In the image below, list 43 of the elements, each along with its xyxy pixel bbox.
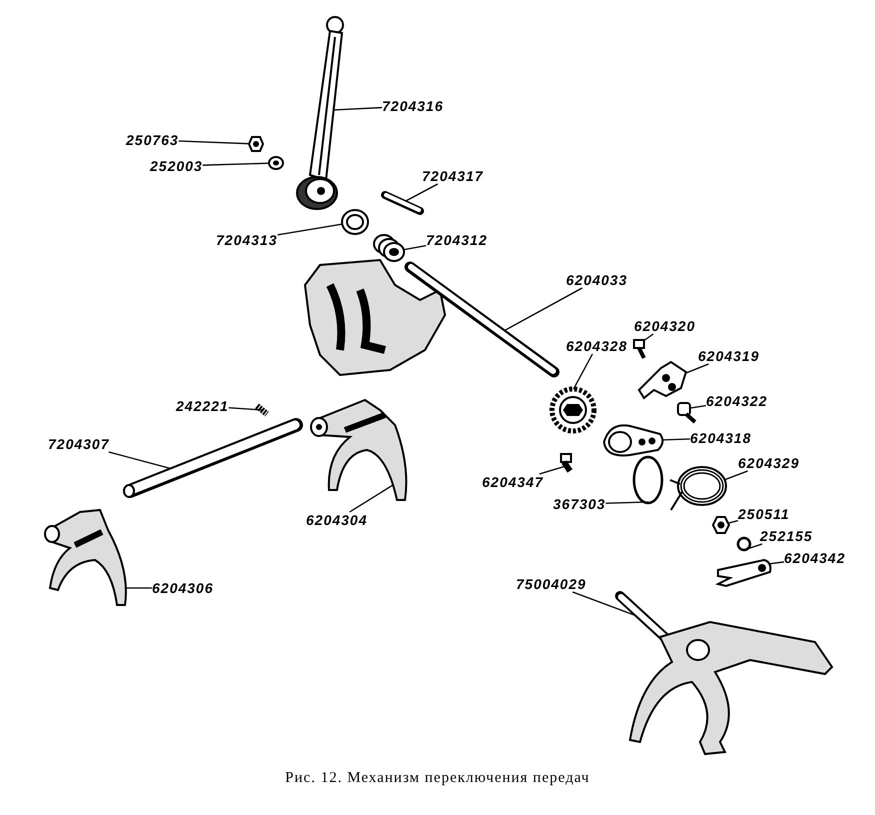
rod-drawing (120, 415, 305, 500)
part-number: 6204318 (690, 430, 752, 446)
part-number: 75004029 (516, 576, 586, 592)
part-number: 252003 (150, 158, 203, 174)
snap-ring-drawing (632, 455, 664, 505)
part-number: 6204342 (784, 550, 846, 566)
nut-drawing (248, 136, 264, 152)
part-number: 252155 (760, 528, 813, 544)
leader-line (572, 354, 594, 390)
figure-caption: Рис. 12. Механизм переключения передач (284, 770, 591, 787)
washer-drawing (340, 208, 370, 236)
leader-line (539, 465, 566, 475)
part-number: 6204320 (634, 318, 696, 334)
nut-drawing (712, 516, 730, 534)
leader-line (402, 244, 426, 251)
part-number: 6204033 (566, 272, 628, 288)
leader-line (768, 561, 784, 565)
screw-drawing (254, 402, 270, 418)
part-number: 242221 (176, 398, 229, 414)
part-number: 250511 (738, 506, 790, 522)
washer-drawing (736, 536, 752, 552)
leader-line (332, 106, 382, 111)
part-number: 7204316 (382, 98, 444, 114)
leader-line (277, 223, 344, 236)
part-number: 6204329 (738, 455, 800, 471)
part-number: 6204304 (306, 512, 368, 528)
washer-drawing (268, 156, 284, 170)
part-number: 6204322 (706, 393, 768, 409)
part-number: 367303 (553, 496, 606, 512)
part-number: 7204313 (216, 232, 278, 248)
part-number: 6204347 (482, 474, 544, 490)
bolt-drawing (676, 400, 698, 424)
part-number: 250763 (126, 132, 179, 148)
part-number: 7204307 (48, 436, 110, 452)
part-number: 7204312 (426, 232, 488, 248)
spring-drawing (372, 232, 408, 264)
part-number: 6204306 (152, 580, 214, 596)
part-number: 7204317 (422, 168, 484, 184)
leader-line (228, 407, 262, 411)
leader-line (724, 470, 748, 481)
part-number: 6204328 (566, 338, 628, 354)
part-number: 6204319 (698, 348, 760, 364)
pin-drawing (380, 190, 425, 216)
